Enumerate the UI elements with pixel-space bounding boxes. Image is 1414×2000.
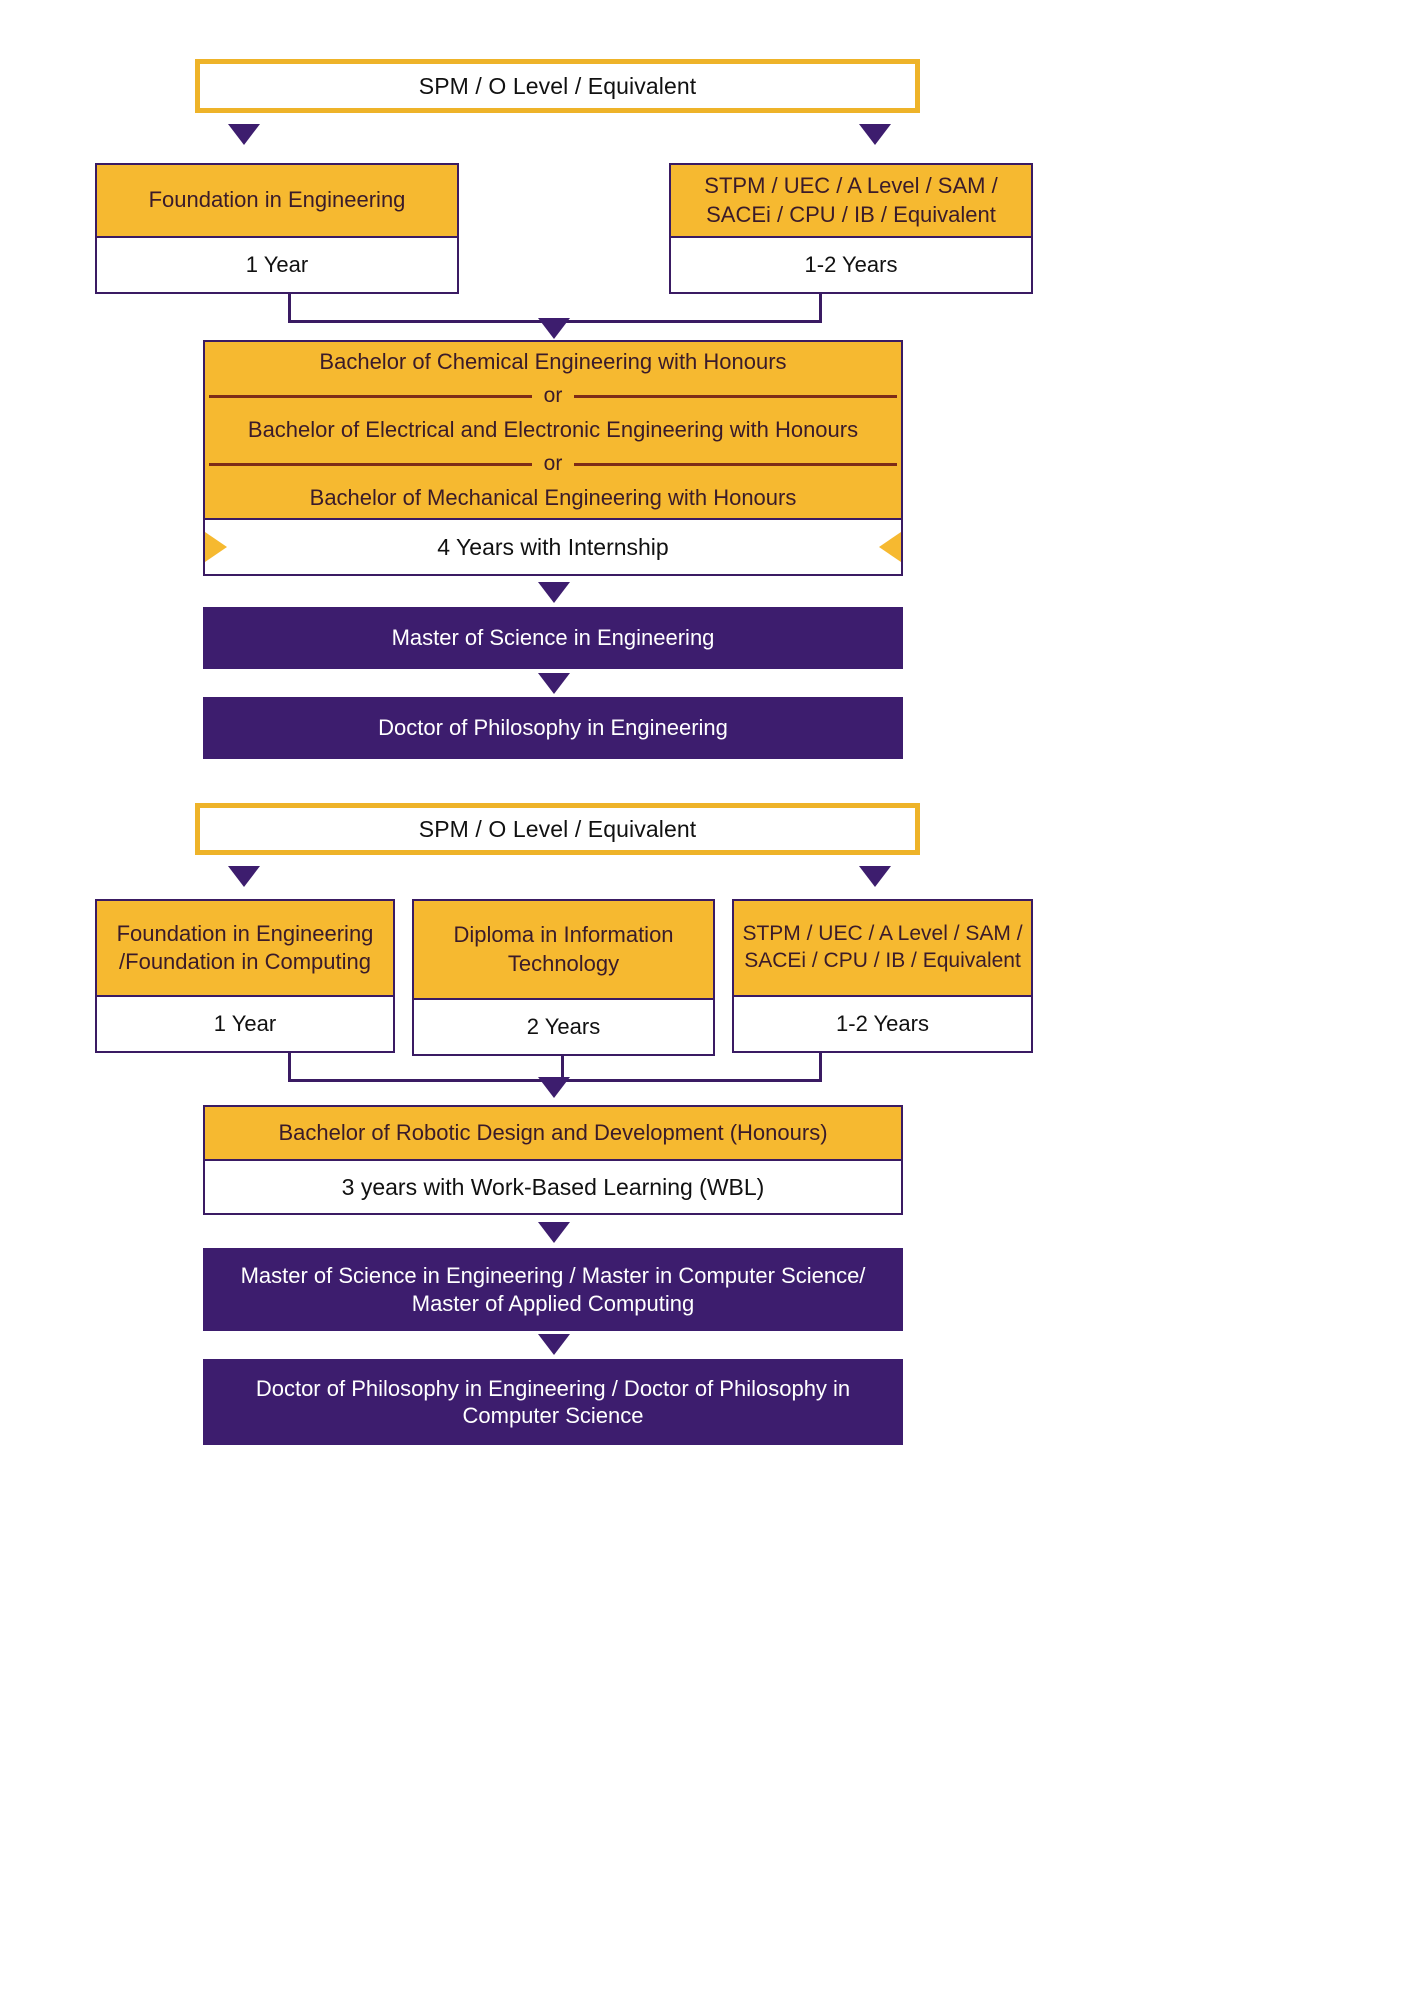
triangle-left-icon bbox=[879, 532, 901, 562]
or-label: or bbox=[543, 452, 563, 475]
route-title: STPM / UEC / A Level / SAM / SACEi / CPU… bbox=[734, 901, 1031, 997]
postgrad-label: Doctor of Philosophy in Engineering / Do… bbox=[255, 1375, 851, 1429]
postgrad-phd-engineering: Doctor of Philosophy in Engineering bbox=[203, 697, 903, 759]
degree-options: Bachelor of Chemical Engineering with Ho… bbox=[205, 342, 901, 520]
postgrad-label: Master of Science in Engineering bbox=[391, 625, 715, 651]
route-foundation-engineering: Foundation in Engineering 1 Year bbox=[95, 163, 459, 294]
route-title: Foundation in Engineering bbox=[97, 165, 457, 238]
or-label: or bbox=[543, 384, 563, 407]
route-foundation-robotics: Foundation in Engineering /Foundation in… bbox=[95, 899, 395, 1053]
postgrad-label: Doctor of Philosophy in Engineering bbox=[378, 715, 728, 741]
degree-option: Bachelor of Robotic Design and Developme… bbox=[205, 1107, 901, 1161]
arrow-merge-to-degree-robotics bbox=[538, 1077, 570, 1098]
route-title: Diploma in Information Technology bbox=[414, 901, 713, 1000]
arrow-entry-to-stpm-robotics bbox=[859, 866, 891, 887]
arrow-master-to-phd bbox=[538, 673, 570, 694]
route-title: STPM / UEC / A Level / SAM / SACEi / CPU… bbox=[671, 165, 1031, 238]
postgrad-label: Master of Science in Engineering / Maste… bbox=[240, 1263, 866, 1316]
triangle-right-icon bbox=[205, 532, 227, 562]
entry-box-engineering: SPM / O Level / Equivalent bbox=[195, 59, 920, 113]
degree-or-separator: or bbox=[205, 452, 901, 476]
route-title: Foundation in Engineering /Foundation in… bbox=[97, 901, 393, 997]
route-duration: 1 Year bbox=[97, 997, 393, 1051]
arrow-entry-to-foundation-robotics bbox=[228, 866, 260, 887]
degree-duration: 4 Years with Internship bbox=[437, 533, 669, 560]
degree-duration: 3 years with Work-Based Learning (WBL) bbox=[205, 1161, 901, 1213]
connector-vline-right bbox=[819, 294, 822, 322]
connector-vline-left bbox=[288, 294, 291, 322]
postgrad-master-engineering: Master of Science in Engineering bbox=[203, 607, 903, 669]
degree-option: Bachelor of Mechanical Engineering with … bbox=[309, 485, 797, 510]
arrow-master-to-phd-robotics bbox=[538, 1334, 570, 1355]
degree-option: Bachelor of Electrical and Electronic En… bbox=[247, 417, 859, 442]
arrow-entry-to-foundation bbox=[228, 124, 260, 145]
arrow-entry-to-stpm bbox=[859, 124, 891, 145]
route-duration: 1 Year bbox=[97, 238, 457, 292]
entry-box-robotics: SPM / O Level / Equivalent bbox=[195, 803, 920, 855]
or-rule-left bbox=[209, 394, 532, 398]
route-duration: 2 Years bbox=[414, 1000, 713, 1054]
degree-block-robotics: Bachelor of Robotic Design and Developme… bbox=[203, 1105, 903, 1215]
or-rule-right bbox=[574, 394, 897, 398]
arrow-degree-to-master bbox=[538, 582, 570, 603]
connector-vline-left-robotics bbox=[288, 1053, 291, 1081]
route-stpm-engineering: STPM / UEC / A Level / SAM / SACEi / CPU… bbox=[669, 163, 1033, 294]
or-rule-right bbox=[574, 462, 897, 466]
or-rule-left bbox=[209, 462, 532, 466]
arrow-degree-to-master-robotics bbox=[538, 1222, 570, 1243]
route-duration: 1-2 Years bbox=[671, 238, 1031, 292]
degree-option: Bachelor of Chemical Engineering with Ho… bbox=[319, 349, 787, 374]
degree-block-engineering: Bachelor of Chemical Engineering with Ho… bbox=[203, 340, 903, 576]
postgrad-phd-robotics: Doctor of Philosophy in Engineering / Do… bbox=[203, 1359, 903, 1445]
route-duration: 1-2 Years bbox=[734, 997, 1031, 1051]
degree-duration-row: 4 Years with Internship bbox=[205, 520, 901, 574]
arrow-merge-to-degree bbox=[538, 318, 570, 339]
degree-or-separator: or bbox=[205, 384, 901, 408]
connector-vline-right-robotics bbox=[819, 1053, 822, 1081]
entry-label: SPM / O Level / Equivalent bbox=[418, 815, 697, 842]
route-diploma-it: Diploma in Information Technology 2 Year… bbox=[412, 899, 715, 1056]
postgrad-master-robotics: Master of Science in Engineering / Maste… bbox=[203, 1248, 903, 1331]
connector-vline-mid-robotics bbox=[561, 1056, 564, 1081]
entry-label: SPM / O Level / Equivalent bbox=[418, 72, 697, 99]
route-stpm-robotics: STPM / UEC / A Level / SAM / SACEi / CPU… bbox=[732, 899, 1033, 1053]
